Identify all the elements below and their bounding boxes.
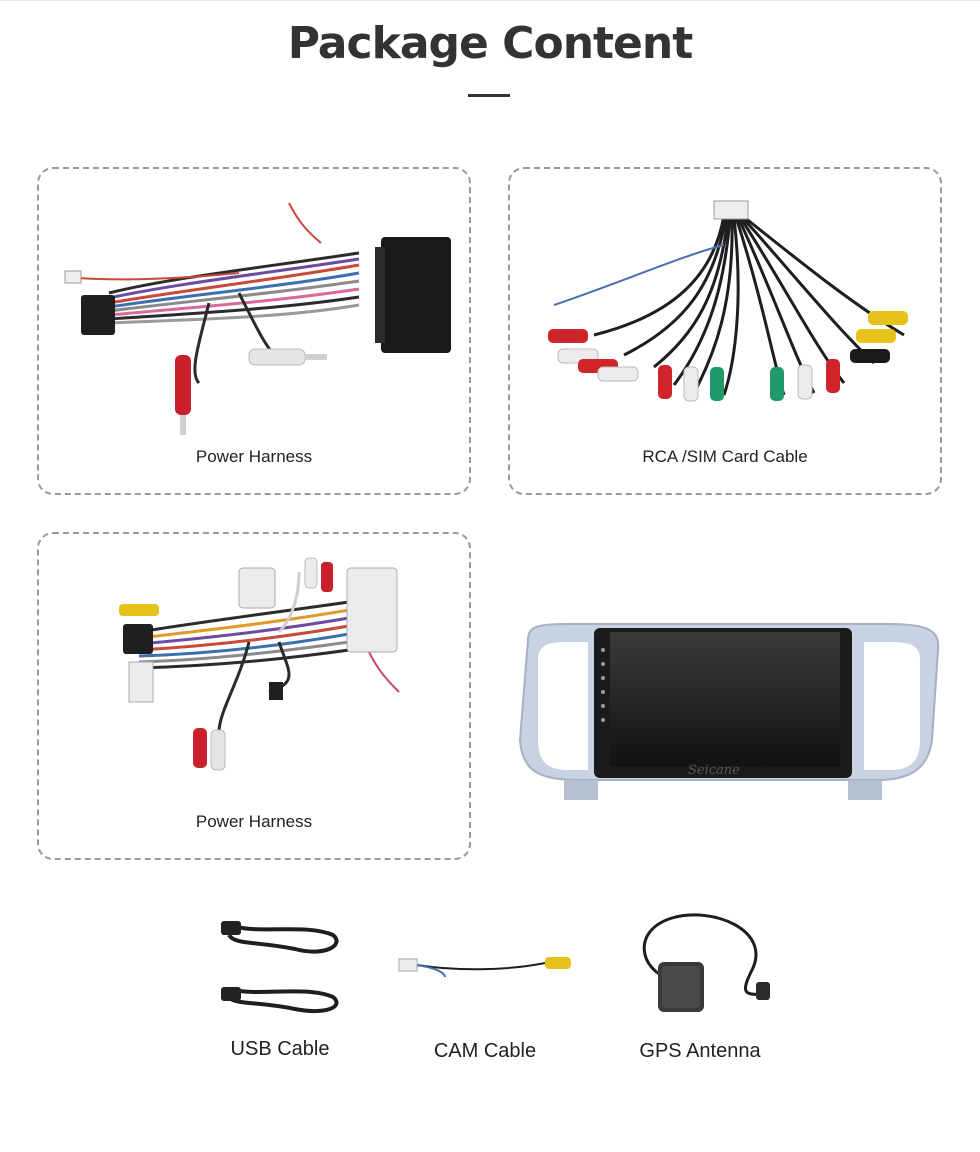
usb-cable-image xyxy=(221,921,339,1014)
title-underline xyxy=(468,94,510,97)
rca-sim-cable-image xyxy=(548,200,908,402)
gps-antenna-image xyxy=(642,913,770,1012)
card-label: Power Harness xyxy=(195,447,313,466)
card-label: Power Harness xyxy=(195,812,313,831)
gps-antenna-label: GPS Antenna xyxy=(639,1040,761,1062)
cam-cable-image xyxy=(398,957,571,978)
head-unit-image: Seicane xyxy=(518,623,940,800)
page-title: Package Content xyxy=(287,18,694,69)
power-harness-image xyxy=(64,202,451,435)
card-label: RCA /SIM Card Cable xyxy=(642,447,808,466)
top-divider xyxy=(0,0,980,1)
head-unit-brand: Seicane xyxy=(688,763,740,778)
card-rca-sim-cable: RCA /SIM Card Cable xyxy=(508,167,942,495)
power-harness-image xyxy=(119,557,400,771)
card-power-harness-2: Power Harness xyxy=(37,532,471,860)
cam-cable-label: CAM Cable xyxy=(433,1040,537,1062)
usb-cable-label: USB Cable xyxy=(230,1038,330,1060)
card-power-harness-1: Power Harness xyxy=(37,167,471,495)
